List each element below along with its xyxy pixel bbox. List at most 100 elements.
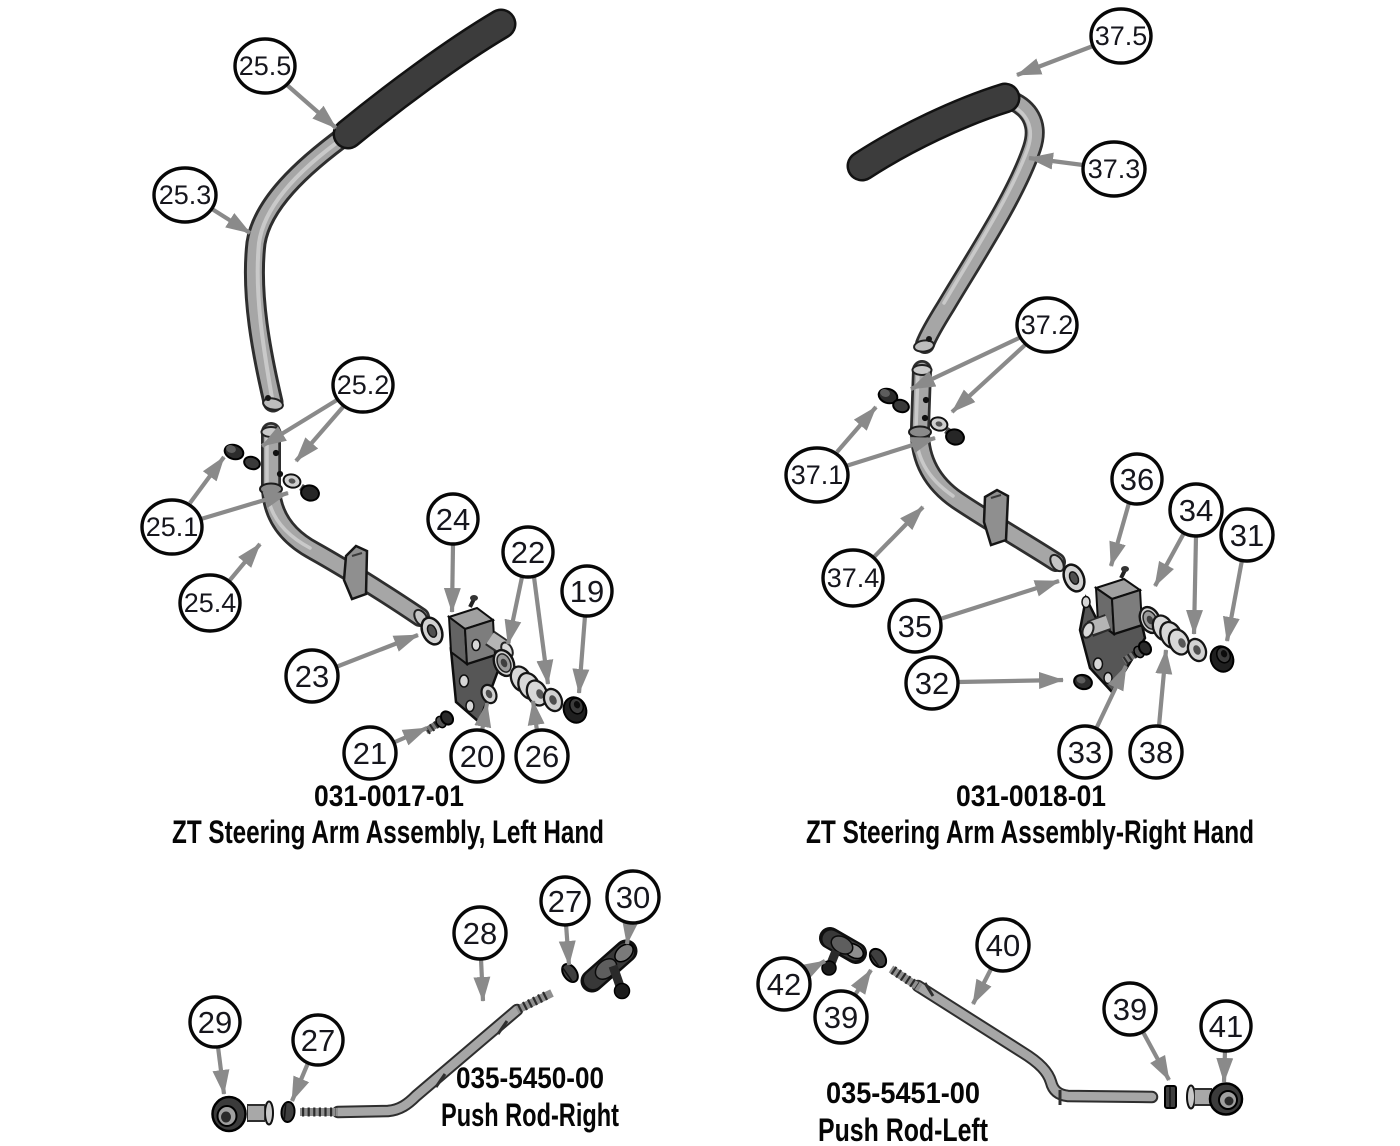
right-small-nut (1073, 673, 1093, 691)
push-rod-left-rod-end (1186, 1082, 1244, 1116)
callout-37.2: 37.2 (1015, 296, 1079, 354)
callout-label: 39 (824, 1000, 858, 1035)
left-clamp-nut-inner (243, 455, 261, 471)
callout-label: 19 (570, 574, 604, 609)
push-rod-right-rod-end (211, 1095, 274, 1133)
push-rod-left-ball-joint (819, 927, 867, 976)
right-assembly-name: ZT Steering Arm Assembly-Right Hand (806, 814, 1254, 850)
callout-24: 24 (426, 492, 480, 546)
callout-37.5: 37.5 (1089, 7, 1153, 65)
callout-label: 38 (1139, 735, 1173, 770)
callout-label: 27 (301, 1023, 335, 1058)
assembly-zt-steering-arm-left: 25.5 25.3 25.2 25.1 25.4 24 22 19 (140, 8, 614, 850)
callout-42: 42 (756, 956, 812, 1012)
callout-label: 40 (986, 928, 1020, 963)
callout-label: 23 (295, 659, 329, 694)
callout-label: 22 (511, 535, 545, 570)
callout-label: 37.5 (1095, 21, 1148, 51)
callout-39-right: 39 (1102, 981, 1158, 1037)
callout-label: 25.5 (239, 51, 292, 81)
push-rod-right-part-number: 035-5450-00 (456, 1062, 604, 1095)
push-rod-right-leader-arrows (212, 919, 639, 1102)
right-pivot-bracket (1078, 566, 1147, 695)
callout-label: 25.4 (184, 588, 237, 618)
callout-22: 22 (501, 525, 555, 579)
callout-21: 21 (342, 725, 398, 781)
right-pivot-bolt (1122, 640, 1153, 665)
right-tube-collar (908, 425, 932, 439)
callout-label: 41 (1209, 1009, 1243, 1044)
push-rod-left-name: Push Rod-Left (818, 1112, 988, 1146)
left-thrust-washer (420, 616, 444, 646)
push-rod-right-name: Push Rod-Right (441, 1097, 619, 1133)
right-flange-nut (1209, 645, 1235, 673)
callout-label: 30 (616, 880, 650, 915)
callout-29: 29 (188, 995, 242, 1049)
left-clamp-nut-outer (223, 443, 245, 461)
push-rod-right-jam-nut-left (280, 1101, 296, 1123)
callout-40: 40 (975, 917, 1031, 973)
callout-37.3: 37.3 (1081, 140, 1147, 198)
callout-37.4: 37.4 (821, 548, 885, 608)
left-spring-stack (509, 665, 549, 707)
callout-39-left: 39 (813, 989, 869, 1045)
right-tube-hole (926, 336, 932, 342)
callout-label: 37.2 (1021, 310, 1074, 340)
callout-35: 35 (887, 598, 943, 654)
callout-label: 25.1 (146, 512, 199, 542)
right-assembly-part-number: 031-0018-01 (956, 780, 1106, 813)
callout-26: 26 (514, 728, 570, 784)
callout-label: 27 (548, 884, 582, 919)
callout-label: 39 (1113, 992, 1147, 1027)
callout-label: 21 (353, 736, 387, 771)
left-clamp-washer (282, 473, 302, 489)
callout-label: 31 (1230, 518, 1264, 553)
right-shaft-lever-tab (982, 488, 1010, 547)
assembly-push-rod-right: 29 27 28 27 30 035-5450-00 Push Rod-Righ… (188, 869, 661, 1133)
callout-label: 37.3 (1088, 154, 1141, 184)
callout-38: 38 (1128, 724, 1184, 780)
callout-34: 34 (1168, 482, 1224, 538)
callout-label: 35 (898, 609, 932, 644)
callout-label: 29 (198, 1005, 232, 1040)
callout-label: 42 (767, 967, 801, 1002)
callout-32: 32 (904, 655, 960, 711)
callout-27-right: 27 (539, 875, 591, 927)
left-tube-collar (259, 482, 283, 496)
callout-20: 20 (449, 728, 505, 784)
push-rod-right-jam-nut-right (561, 962, 579, 984)
callout-label: 25.2 (337, 370, 390, 400)
left-shaft-lever-tab (342, 544, 369, 601)
push-rod-right-ball-joint (580, 939, 638, 1000)
right-clamp-bolt (944, 427, 965, 446)
left-lower-tube (261, 422, 430, 627)
right-clamp-nut-inner (892, 398, 910, 414)
callout-label: 24 (436, 502, 470, 537)
callout-label: 36 (1120, 462, 1154, 497)
push-rod-left-part-number: 035-5451-00 (826, 1077, 980, 1110)
right-clamp-nut-outer (877, 387, 899, 405)
right-clamp-washer (929, 416, 949, 432)
callout-27-left: 27 (291, 1013, 345, 1067)
callout-37.1: 37.1 (784, 446, 850, 504)
left-assembly-name: ZT Steering Arm Assembly, Left Hand (172, 814, 604, 850)
left-small-washer (480, 683, 498, 705)
callout-label: 25.3 (159, 180, 212, 210)
assembly-zt-steering-arm-right: 37.5 37.3 37.2 37.1 37.4 36 34 31 (784, 7, 1275, 850)
callout-28: 28 (452, 905, 508, 961)
callout-36: 36 (1110, 452, 1164, 506)
callout-label: 33 (1068, 735, 1102, 770)
callout-19: 19 (560, 564, 614, 618)
right-spring-stack (1151, 614, 1191, 656)
callout-31: 31 (1219, 507, 1275, 563)
assembly-push-rod-left: 42 39 40 39 41 035-5451-00 Push Rod-Left (756, 917, 1253, 1146)
callout-25.1: 25.1 (140, 498, 204, 556)
right-flat-washer (1186, 637, 1208, 663)
push-rod-left-nut-right (1164, 1085, 1177, 1109)
callout-label: 26 (525, 739, 559, 774)
callout-25.2: 25.2 (331, 356, 395, 414)
left-leader-arrows (188, 83, 590, 746)
right-thrust-washer (1062, 563, 1086, 593)
